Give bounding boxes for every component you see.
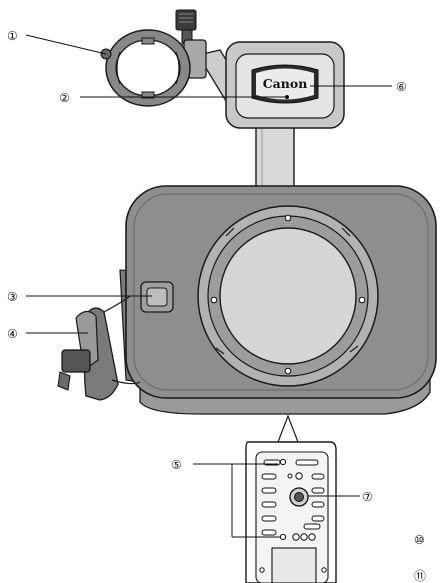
callout-3: ③ (7, 290, 18, 304)
top-handle: Canon (225, 41, 345, 193)
microphone-holder (100, 9, 264, 125)
grip-strap (57, 295, 141, 401)
callout-4: ④ (7, 327, 18, 341)
callout-5: ⑤ (171, 458, 182, 472)
callout-10: ⑩ (414, 533, 425, 547)
callout-2: ② (59, 91, 70, 105)
callout-1: ① (7, 29, 18, 43)
camera-body (119, 185, 437, 415)
bottom-view-inset (245, 414, 337, 583)
callout-6: ⑥ (396, 80, 407, 94)
brand-logo: Canon (263, 76, 308, 91)
callout-7: ⑦ (362, 490, 373, 504)
callout-11: ⑪ (414, 569, 426, 583)
leader-lines (25, 34, 392, 538)
callout-labels: ① ② ③ ④ ⑤ ⑥ ⑦ ⑩ ⑪ (7, 29, 426, 583)
